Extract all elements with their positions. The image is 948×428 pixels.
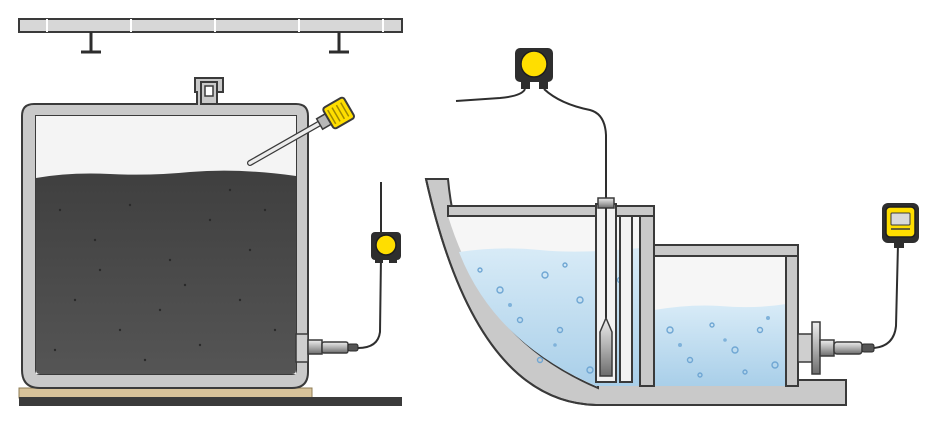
left-basin-water	[459, 248, 640, 386]
angled-rod-probe-icon	[247, 96, 355, 166]
hanging-pressure-transmitter-icon	[455, 48, 607, 200]
material-speckles	[53, 188, 277, 362]
bulk-material	[36, 170, 296, 374]
submersible-probe	[599, 316, 613, 377]
right-panel	[424, 48, 919, 406]
right-basin-water	[654, 304, 786, 386]
ground-base	[19, 397, 402, 406]
field-housing-icon	[371, 182, 401, 263]
wall-pressure-sensor-icon	[295, 255, 382, 363]
flanged-pressure-sensor-icon	[797, 243, 899, 375]
stilling-well-icon	[595, 197, 633, 383]
ceiling-beam-icon	[18, 18, 403, 54]
left-panel	[18, 18, 403, 406]
display-housing-icon	[882, 203, 919, 248]
ground-board	[18, 387, 313, 399]
